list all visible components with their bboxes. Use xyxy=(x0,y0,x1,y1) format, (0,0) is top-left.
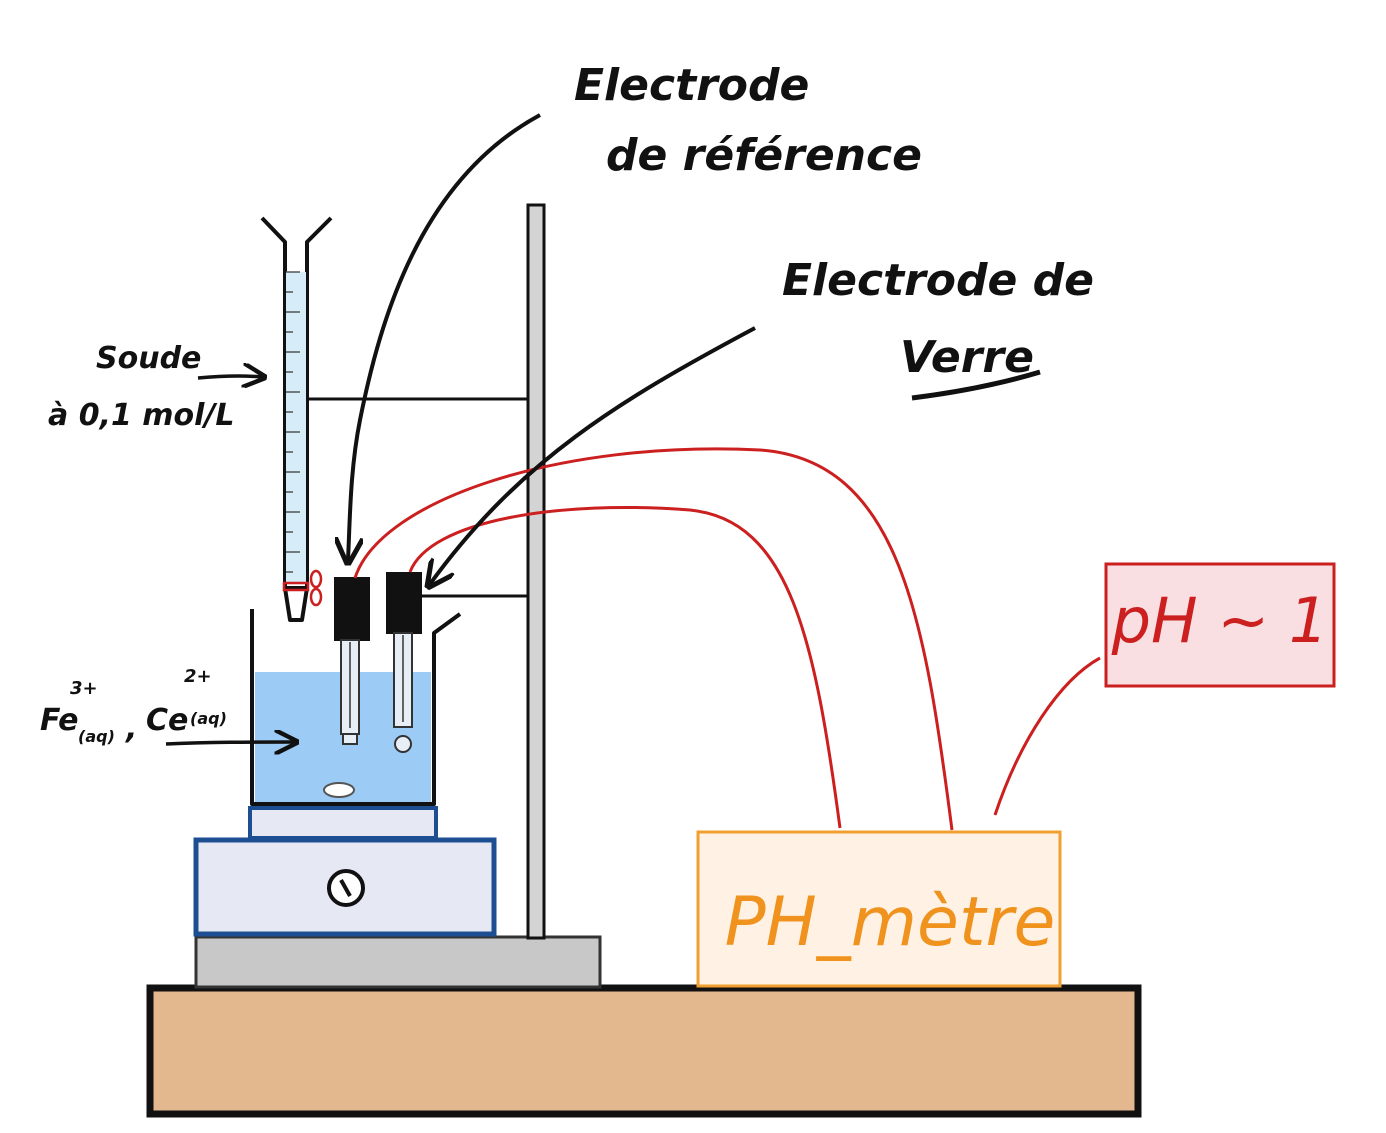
stand-base-plate xyxy=(194,935,602,989)
glass-electrode-label-line1: Electrode de xyxy=(782,255,1094,306)
stand-rod xyxy=(526,203,546,940)
soude-label-line1: Soude xyxy=(96,341,201,376)
wire-glass-electrode xyxy=(408,506,842,829)
ph-meter-label: PH_mètre xyxy=(725,883,1056,962)
stirrer-knob-indicator xyxy=(339,879,352,897)
glass-electrode-label-line2: Verre xyxy=(900,332,1034,383)
reference-electrode-label-line2: de référence xyxy=(606,130,922,181)
glass-electrode-arrow xyxy=(430,326,756,584)
separator-comma: , xyxy=(124,711,137,746)
fe-charge: 3+ xyxy=(70,678,98,699)
ph-meter-box xyxy=(696,830,1062,988)
reference-electrode-label-line1: Electrode xyxy=(574,60,809,111)
burette-graduations xyxy=(286,271,300,573)
reference-electrode xyxy=(334,577,370,745)
burette-stopcock xyxy=(282,569,323,607)
wire-ph-display xyxy=(993,656,1101,816)
soude-arrow xyxy=(197,376,262,378)
ce-state: (aq) xyxy=(190,709,227,728)
ph-value-box xyxy=(1104,562,1336,688)
ce-charge: 2+ xyxy=(184,666,212,687)
stirrer-top-plate xyxy=(248,806,438,840)
ph-value-label: pH ~ 1 xyxy=(1111,584,1329,657)
reference-electrode-arrow xyxy=(348,113,541,560)
stir-bar xyxy=(323,782,355,798)
workbench xyxy=(146,984,1142,1118)
burette xyxy=(260,216,333,622)
magnetic-stirrer xyxy=(193,806,497,937)
fe-symbol: Fe xyxy=(40,703,79,738)
ce-symbol: Ce xyxy=(146,703,188,738)
glass-electrode-underline xyxy=(911,369,1041,401)
wire-reference-electrode xyxy=(353,447,954,831)
soude-label-line2: à 0,1 mol/L xyxy=(48,398,235,433)
solution-arrow xyxy=(165,742,294,744)
glass-electrode xyxy=(386,572,422,753)
fe-state: (aq) xyxy=(78,727,115,746)
solution-label: Fe 3+ (aq) , Ce 2+ (aq) xyxy=(40,666,227,746)
